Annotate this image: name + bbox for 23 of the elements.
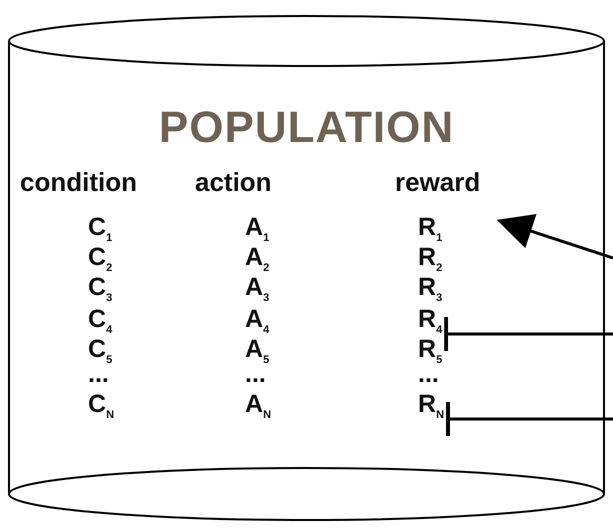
column-header: condition (20, 168, 137, 196)
table-cell-text: C$_{4}$ (88, 305, 112, 338)
table-cell-text: A$_{4}$ (245, 305, 270, 338)
table-cell-text: C$_{1}$ (88, 213, 112, 246)
table-cell-text: R$_{2}$ (418, 243, 442, 276)
table-cell-text: C$_{5}$ (88, 335, 112, 368)
table-cell-text: A$_{3}$ (245, 273, 270, 306)
table-cell-text: A$_{N}$ (245, 390, 272, 423)
column-header: action (195, 168, 272, 196)
table-cell-text: R$_{3}$ (418, 273, 442, 306)
table-cell: R$_{N}$ (418, 390, 444, 429)
table-cell-text: A$_{2}$ (245, 243, 270, 276)
table-cell-text: C$_{N}$ (88, 390, 114, 423)
table-cell-text: C$_{2}$ (88, 243, 112, 276)
table-cell-text: C$_{3}$ (88, 273, 112, 306)
table-cell-text: A$_{5}$ (245, 335, 270, 368)
arrow (496, 214, 613, 260)
population-title: POPULATION (158, 103, 456, 153)
connector-line (444, 317, 613, 351)
connector-line (446, 402, 613, 436)
column-header: reward (395, 168, 480, 196)
table-cell-text: R$_{5}$ (418, 335, 442, 368)
table-cell-text: A$_{1}$ (245, 213, 270, 246)
